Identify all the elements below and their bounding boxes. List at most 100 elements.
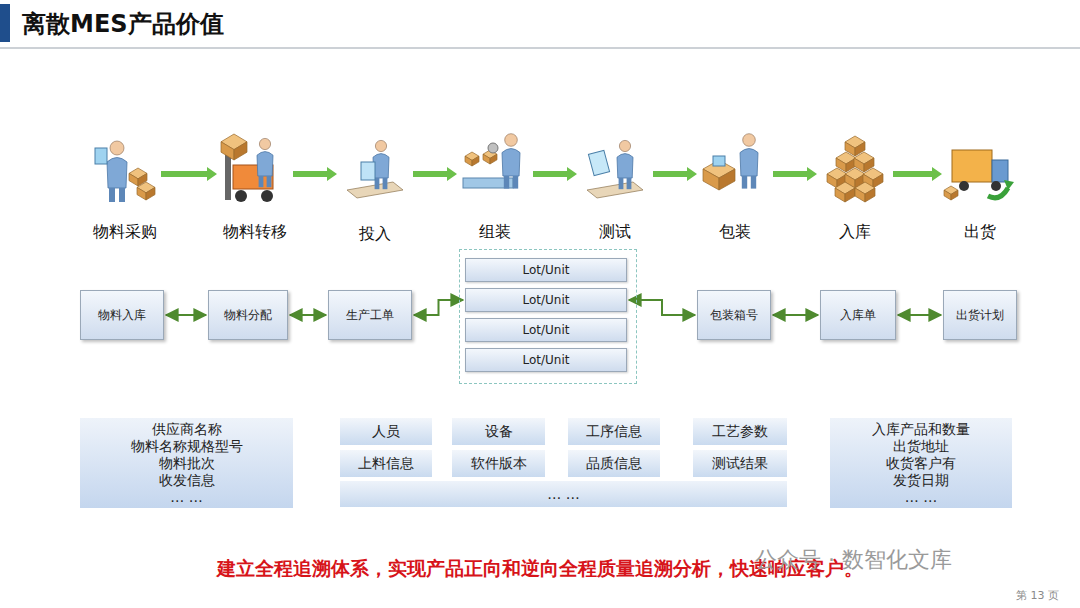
double-arrow: [414, 300, 463, 315]
stage-icon: [95, 141, 155, 202]
icon-part: [703, 169, 719, 190]
icon-part: [845, 142, 855, 156]
double-arrow: [898, 314, 941, 316]
icon-part: [854, 158, 864, 172]
process-box: 包装箱号: [697, 290, 771, 340]
node-text: Lot/Unit: [523, 293, 570, 307]
icon-part: [988, 188, 1008, 198]
info-cell: 测试结果: [693, 450, 787, 477]
page-number: 第 13 页: [1016, 588, 1059, 603]
process-box: 物料分配: [208, 290, 288, 340]
icon-part: [488, 143, 498, 153]
node-text: 供应商名称: [152, 421, 222, 438]
node-text: Lot/Unit: [523, 323, 570, 337]
info-panel: 入库产品和数量出货地址收货客户有发货日期… …: [830, 418, 1012, 508]
info-cell: 设备: [452, 418, 545, 445]
stage-icon: [221, 134, 273, 202]
icon-part: [713, 156, 725, 166]
node-text: 收发信息: [159, 472, 215, 489]
flow-arrow: [773, 167, 817, 181]
icon-part: [483, 154, 490, 164]
info-panel: 供应商名称物料名称规格型号物料批次收发信息… …: [80, 418, 293, 508]
icon-part: [234, 142, 247, 160]
double-arrow: [290, 314, 326, 316]
icon-part: [221, 142, 234, 160]
stage-label: 投入: [359, 224, 391, 245]
lot-box: Lot/Unit: [465, 318, 627, 342]
node-text: 人员: [372, 423, 400, 441]
icon-part: [855, 142, 865, 156]
icon-part: [109, 188, 115, 202]
icon-part: [137, 187, 146, 200]
node-text: 工序信息: [586, 423, 642, 441]
info-cell: 人员: [340, 418, 432, 445]
icon-part: [742, 176, 747, 189]
node-text: 物料入库: [98, 307, 146, 324]
process-box: 生产工单: [328, 290, 412, 340]
flow-arrow: [653, 167, 697, 181]
title-bar: [0, 4, 10, 42]
icon-part: [827, 174, 837, 188]
icon-part: [259, 138, 270, 149]
process-box: 入库单: [820, 290, 896, 340]
icon-part: [95, 148, 107, 164]
watermark: 公众号 · 数智化文库: [755, 545, 952, 575]
node-text: 物料分配: [224, 307, 272, 324]
icon-part: [627, 178, 632, 189]
node-text: 品质信息: [586, 455, 642, 473]
icon-part: [864, 158, 874, 172]
flow-arrow: [161, 167, 217, 181]
node-text: 设备: [485, 423, 513, 441]
node-text: 物料名称规格型号: [131, 438, 243, 455]
process-box: 出货计划: [943, 290, 1017, 340]
icon-part: [952, 150, 992, 182]
icon-part: [865, 188, 875, 202]
icon-part: [835, 188, 845, 202]
icon-part: [472, 156, 479, 166]
icon-part: [617, 154, 633, 178]
info-cell: 工艺参数: [693, 418, 787, 445]
icon-part: [465, 156, 472, 166]
icon-part: [267, 176, 272, 187]
icon-part: [383, 178, 388, 189]
icon-part: [235, 190, 247, 202]
node-text: 出货计划: [956, 307, 1004, 324]
node-text: 测试结果: [712, 455, 768, 473]
node-text: 包装箱号: [710, 307, 758, 324]
icon-part: [951, 190, 958, 200]
info-cell: 品质信息: [568, 450, 660, 477]
page-title: 离散MES产品价值: [22, 8, 224, 40]
info-cell: 软件版本: [452, 450, 545, 477]
icon-part: [588, 150, 609, 175]
node-text: 工艺参数: [712, 423, 768, 441]
stage-icon: [944, 150, 1014, 200]
icon-part: [719, 169, 735, 190]
node-text: 发货日期: [893, 472, 949, 489]
icon-part: [257, 152, 273, 176]
node-text: 收货客户有: [886, 455, 956, 472]
node-text: 物料批次: [159, 455, 215, 472]
title-rule: [0, 48, 1080, 49]
icon-part: [836, 158, 846, 172]
stage-label: 组装: [479, 222, 511, 243]
node-text: … …: [905, 489, 937, 506]
icon-part: [375, 140, 386, 151]
lot-box: Lot/Unit: [465, 258, 627, 282]
info-cell: 工序信息: [568, 418, 660, 445]
icon-part: [129, 173, 138, 186]
node-text: Lot/Unit: [523, 263, 570, 277]
node-text: 上料信息: [358, 455, 414, 473]
icon-part: [119, 188, 125, 202]
node-text: 软件版本: [471, 455, 527, 473]
icon-part: [992, 160, 1008, 182]
icon-part: [107, 158, 127, 189]
node-text: 生产工单: [346, 307, 394, 324]
icon-part: [146, 187, 155, 200]
stage-icon: [587, 140, 643, 198]
icon-part: [873, 174, 883, 188]
icon-part: [587, 182, 643, 198]
info-cell: 上料信息: [340, 450, 432, 477]
icon-part: [944, 190, 951, 200]
stage-label: 入库: [839, 222, 871, 243]
flow-arrow: [893, 167, 942, 181]
